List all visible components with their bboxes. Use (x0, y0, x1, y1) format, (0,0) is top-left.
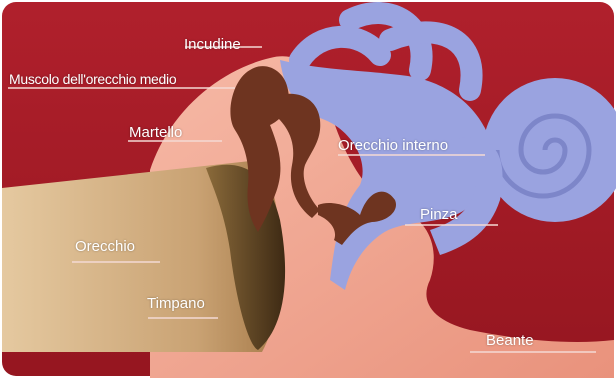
label-timpano: Timpano (147, 295, 205, 313)
label-orecchio-interno: Orecchio interno (338, 137, 448, 155)
label-pinza: Pinza (420, 206, 458, 224)
label-muscolo-orecchio-medio: Muscolo dell'orecchio medio (9, 70, 176, 88)
label-beante: Beante (486, 332, 534, 350)
label-incudine: Incudine (184, 36, 241, 54)
label-martello: Martello (129, 124, 182, 142)
label-orecchio: Orecchio (75, 238, 135, 256)
